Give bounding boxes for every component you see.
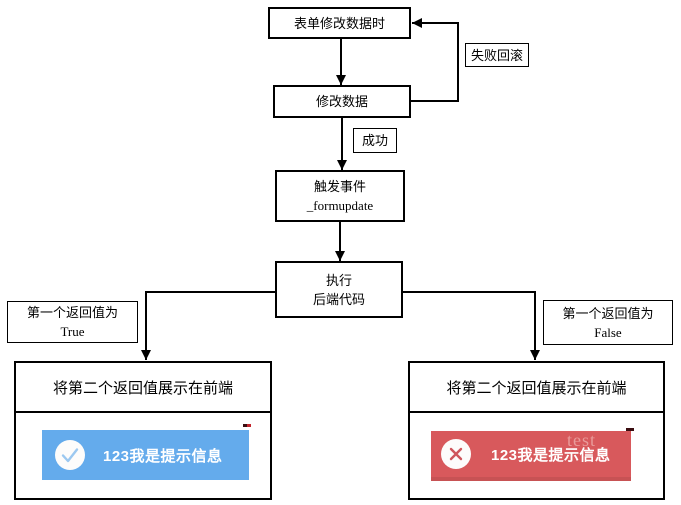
label-branch-true: 第一个返回值为 True xyxy=(7,301,138,343)
result-box-false: 将第二个返回值展示在前端 123我是提示信息 test xyxy=(408,361,665,500)
label-success: 成功 xyxy=(353,128,397,153)
node-label-line1: 执行 xyxy=(325,272,352,288)
toast-message: 123我是提示信息 xyxy=(103,447,223,465)
node-label-line2: _formupdate xyxy=(306,198,374,213)
result-box-true: 将第二个返回值展示在前端 123我是提示信息 xyxy=(14,361,272,500)
watermark-text: test xyxy=(567,430,596,450)
toast-error: 123我是提示信息 test xyxy=(431,430,631,481)
node-label: 修改数据 xyxy=(315,94,368,109)
cross-circle-icon xyxy=(441,439,471,469)
label-fail-rollback: 失败回滚 xyxy=(465,43,529,67)
label-line2: False xyxy=(594,324,622,340)
label-line1: 第一个返回值为 xyxy=(562,305,654,321)
node-form-update-start: 表单修改数据时 xyxy=(268,7,411,39)
screenshot-artifact xyxy=(247,424,251,427)
node-label-line2: 后端代码 xyxy=(312,291,365,307)
edge-rollback-loop xyxy=(411,18,459,102)
screenshot-artifact xyxy=(243,424,247,427)
toast-message: 123我是提示信息 xyxy=(491,446,611,464)
label-line1: 第一个返回值为 xyxy=(26,305,118,320)
node-label-line1: 触发事件 xyxy=(313,179,366,194)
node-label: 表单修改数据时 xyxy=(293,15,385,31)
edge-execute-to-false-result xyxy=(403,291,540,360)
label-branch-false: 第一个返回值为 False xyxy=(543,300,673,345)
node-modify-data: 修改数据 xyxy=(273,85,411,118)
result-title: 将第二个返回值展示在前端 xyxy=(410,363,663,413)
node-execute-backend: 执行 后端代码 xyxy=(275,261,403,318)
label-line2: True xyxy=(60,324,85,339)
label-text: 失败回滚 xyxy=(470,47,523,63)
check-circle-icon xyxy=(55,440,85,470)
node-trigger-event: 触发事件 _formupdate xyxy=(275,170,405,222)
label-text: 成功 xyxy=(361,133,388,148)
screenshot-artifact xyxy=(626,428,634,431)
result-title: 将第二个返回值展示在前端 xyxy=(16,363,270,413)
edge-execute-to-true-result xyxy=(141,291,275,360)
toast-success: 123我是提示信息 xyxy=(42,430,249,480)
